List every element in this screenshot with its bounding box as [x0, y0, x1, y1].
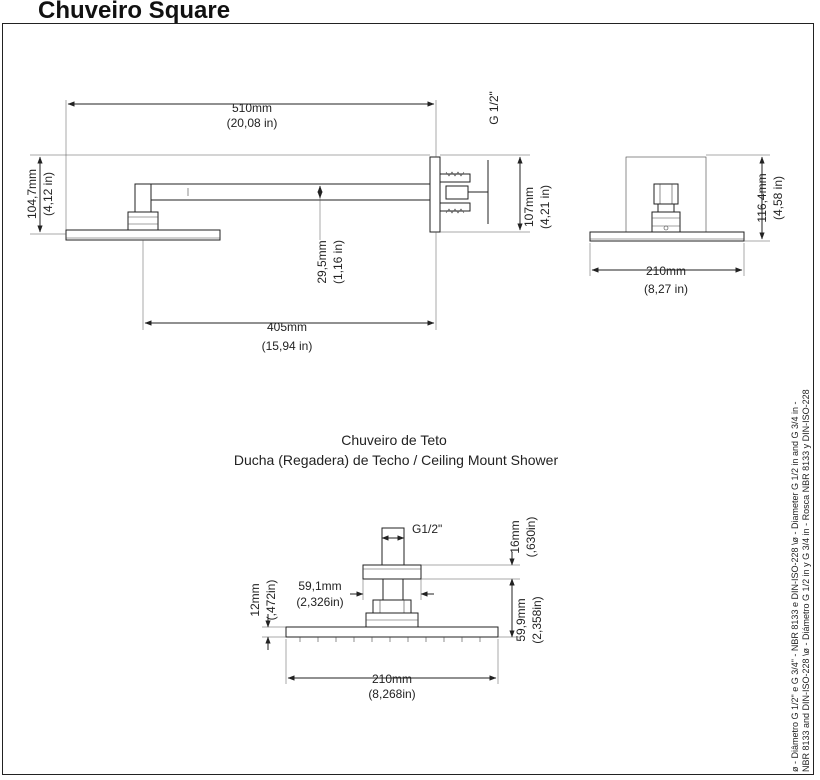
connector-nut — [653, 183, 679, 205]
dim-12-mm: 12mm — [248, 583, 262, 616]
page-title: Chuveiro Square — [38, 0, 231, 24]
front-view: 116,4mm (4,58 in) 210mm (8,27 in) — [589, 154, 785, 296]
dim-107-mm: 107mm — [522, 187, 536, 227]
dim-59-9-mm: 59,9mm — [514, 598, 528, 641]
dim-405-in: (15,94 in) — [262, 339, 313, 353]
head-connector — [127, 211, 159, 231]
caption-line-2: Ducha (Regadera) de Techo / Ceiling Moun… — [234, 452, 559, 468]
wall-flange — [429, 156, 441, 233]
note-line-1: ø - Diâmetro G 1/2" e G 3/4" - NBR 8133 … — [790, 401, 800, 772]
dim-210-ceiling-in: (8,268in) — [368, 687, 415, 701]
shower-arm — [134, 183, 431, 201]
dim-59-1-in: (2,326in) — [296, 595, 343, 609]
dim-16-mm: 16mm — [508, 520, 522, 553]
connector-nut-ceiling — [372, 599, 412, 614]
dim-29-mm: 29,5mm — [315, 240, 329, 283]
note-line-2: NBR 8133 and DIN-ISO-228 \ø - Diámetro G… — [801, 389, 811, 772]
wall-fittings — [439, 160, 489, 224]
drawing-frame — [2, 23, 814, 775]
dim-59-9-in: (2,358in) — [530, 596, 544, 643]
dim-210-front-mm: 210mm — [646, 264, 686, 278]
dim-29-in: (1,16 in) — [331, 240, 345, 284]
supply-pipe — [381, 527, 405, 566]
dim-12-in: (,472in) — [264, 580, 278, 621]
ceiling-mount-view: G1/2" 16mm (,630in) 59,1mm (2,326in) 12m… — [248, 517, 544, 701]
dim-405-mm: 405mm — [267, 320, 307, 334]
thread-label-ceiling: G1/2" — [412, 522, 442, 536]
shower-head-plate-ceiling — [285, 626, 499, 638]
dim-104-in: (4,12 in) — [41, 172, 55, 216]
wall-flange-outline — [625, 156, 707, 233]
dim-210-ceiling-mm: 210mm — [372, 672, 412, 686]
dim-16-in: (,630in) — [524, 517, 538, 558]
dim-59-1-mm: 59,1mm — [298, 579, 341, 593]
caption-line-1: Chuveiro de Teto — [341, 432, 447, 448]
thread-label-wall: G 1/2" — [487, 91, 501, 125]
arm-drop — [134, 183, 152, 213]
dim-116-in: (4,58 in) — [771, 176, 785, 220]
dim-210-front-in: (8,27 in) — [644, 282, 688, 296]
dim-116-mm: 116,4mm — [755, 173, 769, 222]
shower-head-plate-front — [589, 231, 745, 242]
dim-104-mm: 104,7mm — [25, 169, 39, 219]
nozzle-row — [299, 637, 481, 642]
dim-510-in: (20,08 in) — [227, 116, 278, 130]
shower-head-plate — [65, 229, 221, 241]
dim-510-mm: 510mm — [232, 101, 272, 115]
dim-107-in: (4,21 in) — [538, 185, 552, 229]
thread-standard-note: ø - Diâmetro G 1/2" e G 3/4" - NBR 8133 … — [790, 389, 811, 772]
ceiling-flange — [362, 564, 422, 580]
wall-mount-side-view: 510mm (20,08 in) G 1/2" 104,7mm (4,12 in… — [25, 91, 552, 353]
